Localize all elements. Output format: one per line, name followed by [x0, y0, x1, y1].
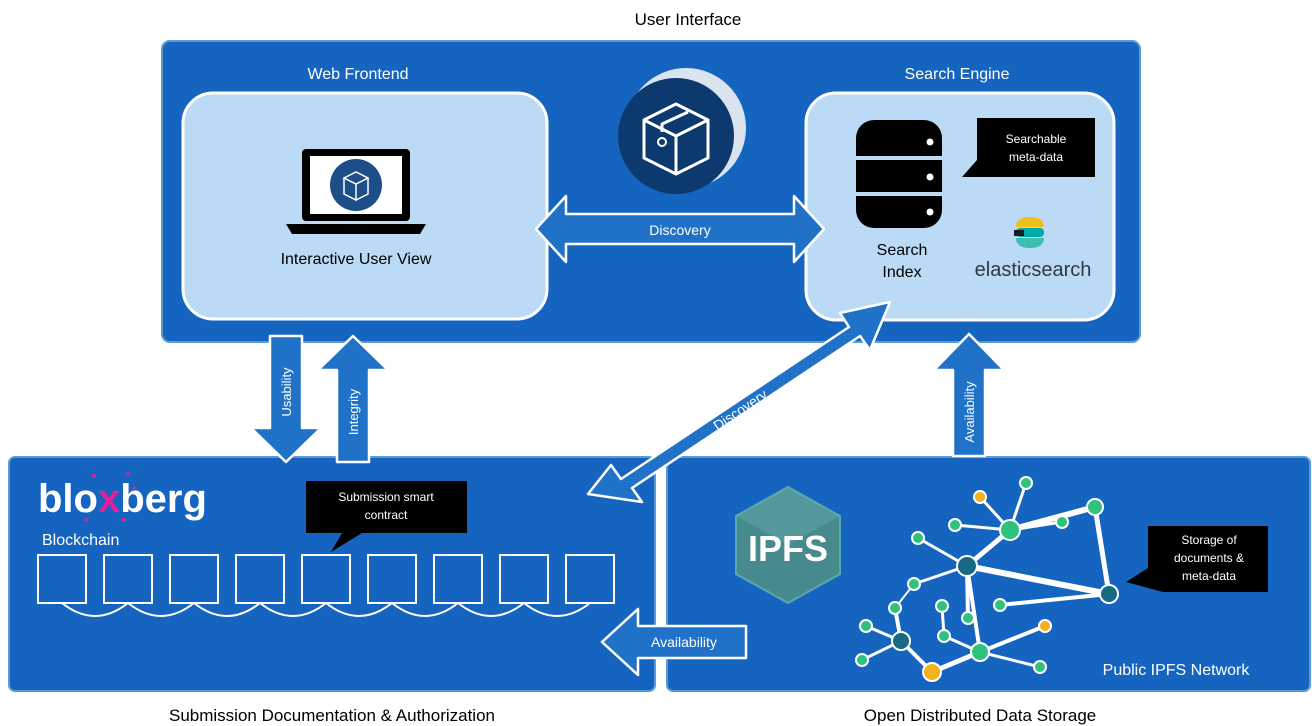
block-link	[391, 602, 459, 617]
network-edge	[1007, 504, 1098, 533]
network-node	[888, 601, 902, 615]
network-node	[937, 629, 951, 643]
network-node	[1055, 515, 1069, 529]
integrity-label: Integrity	[346, 388, 361, 435]
usability-arrow	[249, 334, 323, 464]
network-node	[948, 518, 962, 532]
block-link	[61, 602, 129, 617]
block-link	[457, 602, 525, 617]
web-frontend-title: Web Frontend	[307, 66, 408, 83]
submission-contract-callout	[306, 481, 467, 552]
bloxberg-logo: bloxberg	[38, 472, 207, 522]
availability-arrow-horizontal	[600, 607, 748, 677]
network-node	[922, 662, 942, 682]
blockchain-label: Blockchain	[42, 532, 119, 549]
network-node	[907, 577, 921, 591]
network-node	[993, 598, 1007, 612]
discovery-arrow-horizontal	[534, 194, 826, 264]
network-node	[859, 619, 873, 633]
network-node	[935, 599, 949, 613]
network-edge	[964, 563, 1112, 597]
network-node	[1038, 619, 1052, 633]
searchable-metadata-callout	[962, 118, 1095, 177]
ipfs-logo-icon	[735, 485, 841, 605]
ipfs-logo-text: IPFS	[748, 528, 828, 569]
block	[565, 554, 615, 604]
network-edge	[978, 650, 1042, 669]
database-icon	[856, 120, 942, 228]
blockchain-blocks	[37, 554, 615, 617]
storage-callout	[1126, 526, 1268, 592]
block-link	[325, 602, 393, 617]
network-node	[973, 490, 987, 504]
storage-callout-line1: Storage of	[1181, 533, 1237, 547]
network-node	[970, 642, 990, 662]
discovery-horizontal-label: Discovery	[649, 222, 710, 238]
network-node	[891, 631, 911, 651]
user-interface-title: User Interface	[635, 10, 742, 29]
public-ipfs-network-label: Public IPFS Network	[1103, 662, 1251, 679]
discovery-arrow-diagonal	[586, 300, 892, 504]
network-edge	[1092, 504, 1112, 597]
ipfs-network-graph	[855, 476, 1119, 682]
network-node	[961, 611, 975, 625]
elasticsearch-logo-icon	[1014, 217, 1044, 248]
network-node	[1086, 498, 1104, 516]
network-edge	[965, 564, 982, 654]
network-node	[1033, 660, 1047, 674]
network-node	[999, 519, 1021, 541]
storage-callout-line2: documents &	[1174, 551, 1244, 565]
submission-callout-line2: contract	[365, 508, 408, 522]
usability-label: Usability	[279, 367, 294, 417]
search-engine-title: Search Engine	[905, 66, 1010, 83]
submission-callout-line1: Submission smart	[338, 490, 434, 504]
network-edge	[998, 592, 1111, 607]
network-node	[1019, 476, 1033, 490]
block-link	[259, 602, 327, 617]
elasticsearch-logo-text: elasticsearch	[975, 259, 1092, 281]
network-node	[855, 653, 869, 667]
search-index-label-1: Search	[877, 242, 928, 259]
availability-horizontal-label: Availability	[651, 634, 717, 650]
cube-logo-icon	[618, 68, 746, 194]
storage-title: Open Distributed Data Storage	[864, 706, 1096, 725]
block-link	[523, 602, 591, 617]
interactive-user-view-label: Interactive User View	[281, 251, 432, 268]
svg-text:bloxberg: bloxberg	[38, 477, 207, 521]
laptop-icon	[286, 149, 426, 234]
integrity-arrow	[316, 334, 390, 464]
searchable-callout-line1: Searchable	[1006, 132, 1067, 146]
search-index-label-2: Index	[882, 264, 921, 281]
availability-arrow-vertical	[932, 332, 1006, 458]
network-node	[956, 555, 978, 577]
storage-callout-line3: meta-data	[1182, 569, 1236, 583]
searchable-callout-line2: meta-data	[1009, 150, 1063, 164]
network-node	[1099, 584, 1119, 604]
block-link	[127, 602, 195, 617]
block-link	[193, 602, 261, 617]
discovery-diagonal-label: Discovery	[710, 386, 770, 434]
network-node	[911, 531, 925, 545]
submission-title: Submission Documentation & Authorization	[169, 706, 495, 725]
availability-vertical-label: Availability	[962, 381, 977, 443]
network-edge	[978, 624, 1047, 654]
blockchain-panel	[8, 456, 656, 692]
